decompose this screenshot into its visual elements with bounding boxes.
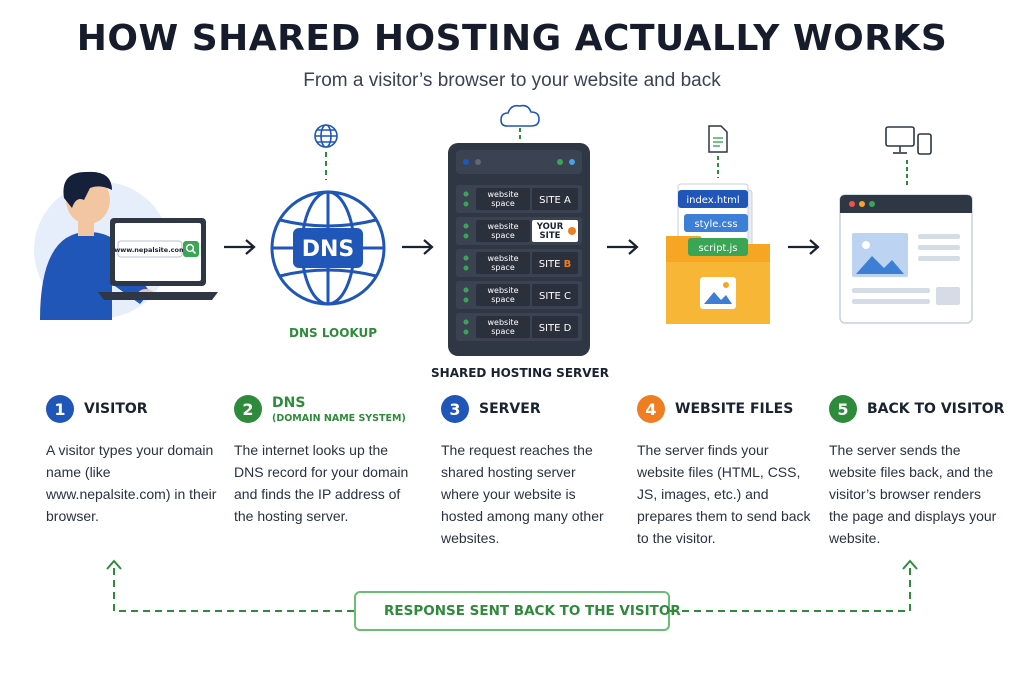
website-window-illustration: [839, 126, 973, 324]
arrow-up-icon: [106, 559, 122, 570]
step-description: The request reaches the shared hosting s…: [441, 442, 604, 546]
step-description: The server sends the website files back,…: [829, 442, 997, 546]
flow-arrow: [224, 239, 256, 255]
step-title: VISITOR: [84, 401, 148, 417]
step-dns: 2 DNS (DOMAIN NAME SYSTEM) The internet …: [234, 395, 419, 527]
slot-space-label: space: [491, 327, 515, 336]
devices-icon: [885, 126, 932, 155]
file-name: style.css: [694, 219, 737, 230]
step-number: 4: [637, 395, 665, 423]
step-number: 2: [234, 395, 262, 423]
response-banner: RESPONSE SENT BACK TO THE VISITOR: [354, 591, 681, 631]
search-icon: [185, 243, 197, 255]
search-url: www.nepalsite.com: [114, 246, 186, 254]
flow-arrow: [607, 239, 639, 255]
dns-badge: DNS: [302, 237, 355, 262]
step-title: WEBSITE FILES: [675, 401, 794, 417]
slot-space-label: website: [488, 318, 519, 327]
step-number: 5: [829, 395, 857, 423]
file-tag-js: [688, 238, 748, 256]
slot-space-label: website: [488, 190, 519, 199]
step-website-files: 4 WEBSITE FILES The server finds your we…: [637, 395, 822, 549]
slot-site-label: SITE A: [539, 195, 571, 206]
visitor-illustration: www.nepalsite.com: [34, 171, 218, 320]
page-subtitle: From a visitor’s browser to your website…: [303, 70, 721, 91]
slot-space-label: website: [488, 222, 519, 231]
flow-arrow: [402, 239, 434, 255]
step-visitor: 1 VISITOR A visitor types your domain na…: [46, 395, 231, 527]
file-name: index.html: [686, 195, 739, 206]
slot-site-label: SITE D: [539, 323, 572, 334]
browser-search-bar: www.nepalsite.com: [114, 240, 199, 258]
step-server: 3 SERVER The request reaches the shared …: [441, 395, 626, 549]
file-tag-css: [684, 214, 748, 232]
file-tag-html: [678, 190, 748, 208]
return-path: [113, 566, 911, 612]
slot-site-label: SITE C: [539, 291, 571, 302]
flow-arrow: [788, 239, 820, 255]
step-description: A visitor types your domain name (like w…: [46, 442, 217, 524]
server-label: SHARED HOSTING SERVER: [431, 366, 609, 380]
slot-space-label: website: [488, 286, 519, 295]
website-files-illustration: index.html style.css script.js: [666, 125, 770, 324]
file-name: script.js: [698, 243, 737, 254]
step-title: SERVER: [479, 401, 541, 417]
dns-lookup-label: DNS LOOKUP: [289, 326, 378, 340]
slot-site-label: SITE: [540, 231, 561, 241]
step-back-to-visitor: 5 BACK TO VISITOR The server sends the w…: [829, 395, 1014, 549]
globe-icon: [314, 124, 338, 148]
step-subtitle: (DOMAIN NAME SYSTEM): [272, 413, 406, 424]
slot-space-label: space: [491, 199, 515, 208]
step-description: The internet looks up the DNS record for…: [234, 442, 409, 524]
arrow-up-icon: [902, 559, 918, 570]
dns-globe-illustration: DNS: [270, 124, 386, 306]
step-number: 1: [46, 395, 74, 423]
step-number: 3: [441, 395, 469, 423]
response-text: RESPONSE SENT BACK TO THE VISITOR: [384, 603, 681, 619]
slot-space-label: space: [491, 231, 515, 240]
your-site-marker: [568, 227, 576, 235]
slot-site-label: SITE B: [539, 259, 572, 270]
slot-site-label: YOUR: [536, 222, 564, 232]
page-title: HOW SHARED HOSTING ACTUALLY WORKS: [76, 18, 948, 59]
cloud-icon: [500, 104, 540, 127]
step-title: BACK TO VISITOR: [867, 401, 1005, 417]
image-icon: [700, 277, 736, 309]
slot-space-label: space: [491, 295, 515, 304]
slot-space-label: space: [491, 263, 515, 272]
step-title: DNS: [272, 395, 306, 411]
slot-space-label: website: [488, 254, 519, 263]
document-icon: [708, 125, 728, 153]
step-description: The server finds your website files (HTM…: [637, 442, 811, 546]
